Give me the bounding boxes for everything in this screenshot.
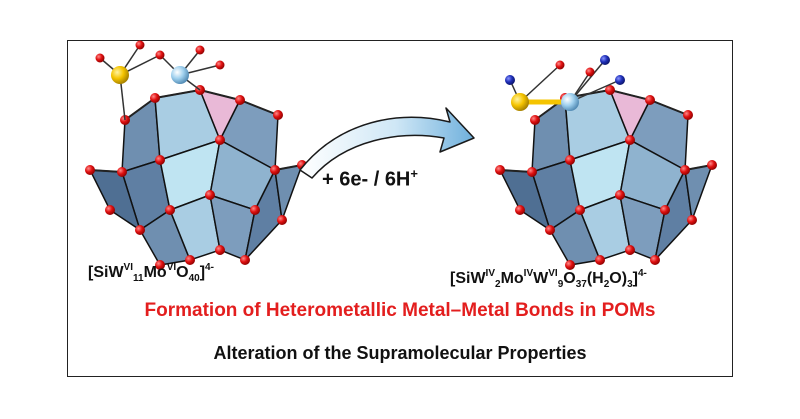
reactant-cluster [84, 40, 308, 271]
water-oxygen-atoms [505, 55, 625, 85]
tungsten-atom [111, 66, 129, 84]
reaction-arrow [299, 107, 475, 179]
molybdenum-atom [171, 66, 189, 84]
product-cluster [494, 55, 718, 271]
figure-frame [67, 40, 733, 377]
reactant-formula: [SiWVI11MoVIO40]4- [88, 262, 214, 284]
tungsten-atom [511, 93, 529, 111]
subheadline: Alteration of the Supramolecular Propert… [213, 343, 587, 363]
molybdenum-atom [561, 93, 579, 111]
product-formula: [SiWIV2MoIVWVI9O37(H2O)3]4- [450, 268, 647, 290]
reaction-conditions: + 6e- / 6H+ [322, 166, 418, 191]
headline: Formation of Heterometallic Metal–Metal … [144, 300, 656, 321]
